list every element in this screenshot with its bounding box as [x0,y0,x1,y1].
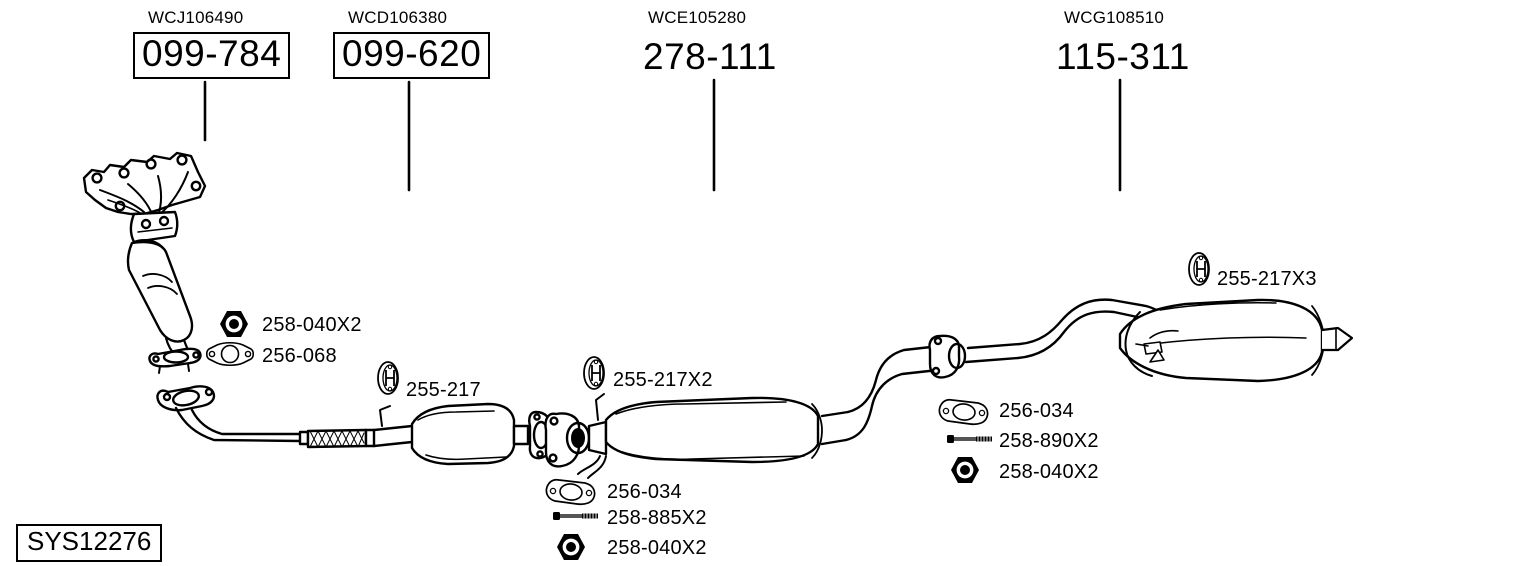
header-code-1: WCD106380 [348,8,448,27]
bolt-icon [947,435,992,443]
header-part-3: 115-311 [1056,36,1190,77]
header-code-0: WCJ106490 [148,8,244,27]
exhaust-manifold-assembly [82,151,207,374]
callout-label: 255-217 [406,379,481,401]
callout-label: 258-040X2 [999,461,1099,483]
rubber-hanger-icon [377,361,399,395]
header-part-1: 099-620 [333,32,491,79]
hex-nut-icon [557,534,585,560]
callout-label: 258-040X2 [607,537,707,559]
callout-label: 255-217X2 [613,369,713,391]
header-part-2: 278-111 [643,36,777,77]
header-code-3: WCG108510 [1064,8,1165,27]
callout-label: 258-890X2 [999,430,1099,452]
callout-label: 258-040X2 [262,314,362,336]
hex-nut-icon [220,311,248,337]
centre-pipe-silencer-assembly [544,334,967,479]
header-part-0: 099-784 [133,32,291,79]
front-pipe-assembly [156,385,553,466]
header-code-2: WCE105280 [648,8,747,27]
oval-gasket-icon [545,478,596,506]
bolt-icon [553,512,598,520]
rubber-hanger-icon [1188,252,1210,286]
oval-gasket-icon [938,398,989,426]
rubber-hanger-icon [583,356,605,390]
hex-nut-icon [951,457,979,483]
system-id-label: SYS12276 [16,524,163,563]
leader-lines [203,78,1122,192]
callout-label: 255-217X3 [1217,268,1317,290]
callout-label: 256-034 [999,400,1074,422]
callout-label: 256-068 [262,345,337,367]
round-gasket-icon [206,341,254,367]
callout-label: 256-034 [607,481,682,503]
callout-label: 258-885X2 [607,507,707,529]
rear-muffler-assembly [964,298,1354,383]
